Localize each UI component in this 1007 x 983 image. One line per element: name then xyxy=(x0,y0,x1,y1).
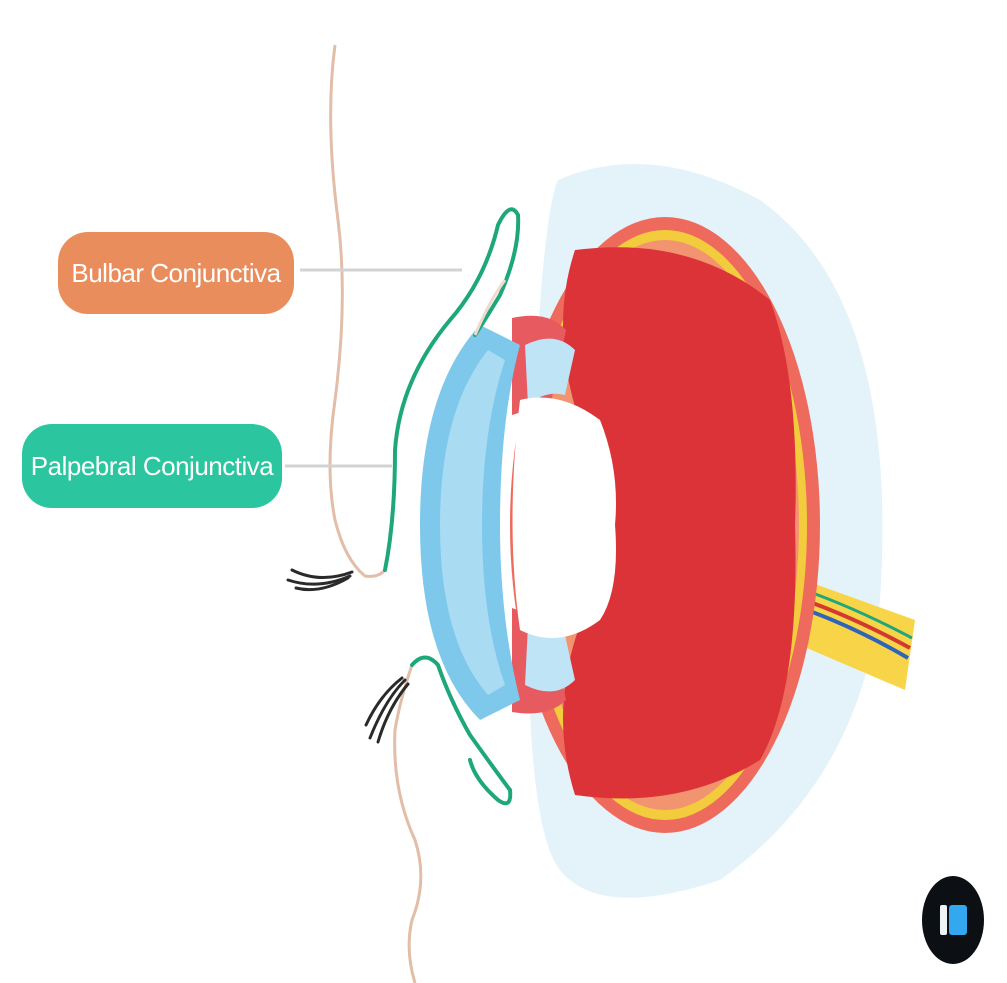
upper-eyelid-skin xyxy=(330,45,385,576)
eyelash-icon xyxy=(288,570,352,590)
bulbar-conjunctiva-label: Bulbar Conjunctiva xyxy=(58,232,294,314)
lower-eyelid-skin xyxy=(395,665,421,983)
upper-conjunctiva-fold xyxy=(475,280,505,335)
eyelash-icon xyxy=(366,678,408,742)
logo-badge-icon xyxy=(922,876,984,964)
palpebral-conjunctiva-label: Palpebral Conjunctiva xyxy=(22,424,282,508)
lens xyxy=(513,398,617,639)
